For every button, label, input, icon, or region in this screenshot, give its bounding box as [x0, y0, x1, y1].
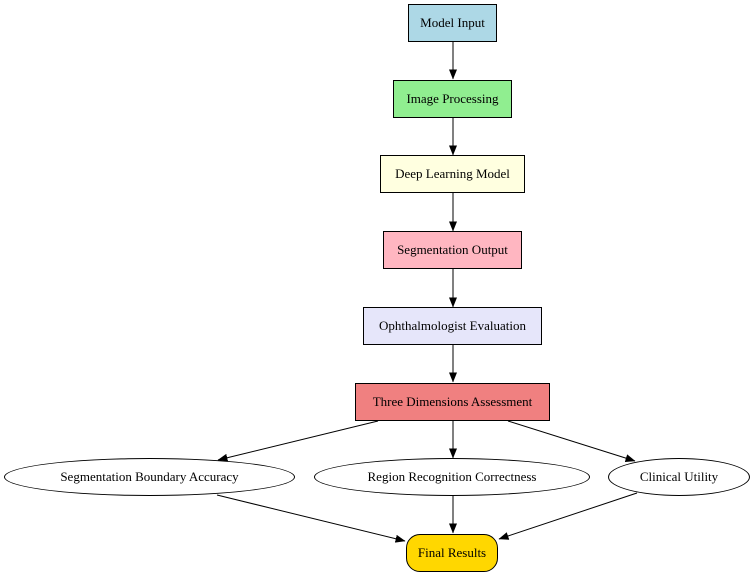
edge-segmentation-boundary-accuracy-to-final-results [216, 494, 406, 543]
edge-three-dimensions-assessment-to-segmentation-boundary-accuracy [217, 420, 379, 462]
node-image-processing: Image Processing [393, 80, 512, 118]
node-segmentation-boundary-accuracy: Segmentation Boundary Accuracy [4, 458, 295, 496]
node-model-input: Model Input [408, 4, 497, 42]
node-segmentation-output-label: Segmentation Output [397, 242, 508, 257]
node-region-recognition-correctness: Region Recognition Correctness [314, 458, 590, 496]
edge-clinical-utility-to-final-results [498, 492, 638, 540]
node-segmentation-output: Segmentation Output [383, 231, 522, 269]
node-model-input-label: Model Input [420, 15, 485, 30]
node-three-dimensions-assessment-label: Three Dimensions Assessment [372, 394, 533, 409]
node-ophthalmologist-evaluation: Ophthalmologist Evaluation [363, 307, 542, 345]
node-image-processing-label: Image Processing [406, 91, 499, 106]
node-clinical-utility-label: Clinical Utility [639, 469, 719, 484]
node-clinical-utility: Clinical Utility [608, 458, 750, 496]
node-final-results-label: Final Results [417, 545, 487, 560]
node-segmentation-boundary-accuracy-label: Segmentation Boundary Accuracy [60, 469, 239, 484]
node-three-dimensions-assessment: Three Dimensions Assessment [355, 383, 550, 421]
node-deep-learning-model-label: Deep Learning Model [395, 166, 510, 181]
node-ophthalmologist-evaluation-label: Ophthalmologist Evaluation [379, 318, 526, 333]
node-deep-learning-model: Deep Learning Model [380, 155, 525, 193]
edge-three-dimensions-assessment-to-clinical-utility [507, 420, 636, 462]
node-region-recognition-correctness-label: Region Recognition Correctness [367, 469, 537, 484]
node-final-results: Final Results [406, 534, 498, 572]
